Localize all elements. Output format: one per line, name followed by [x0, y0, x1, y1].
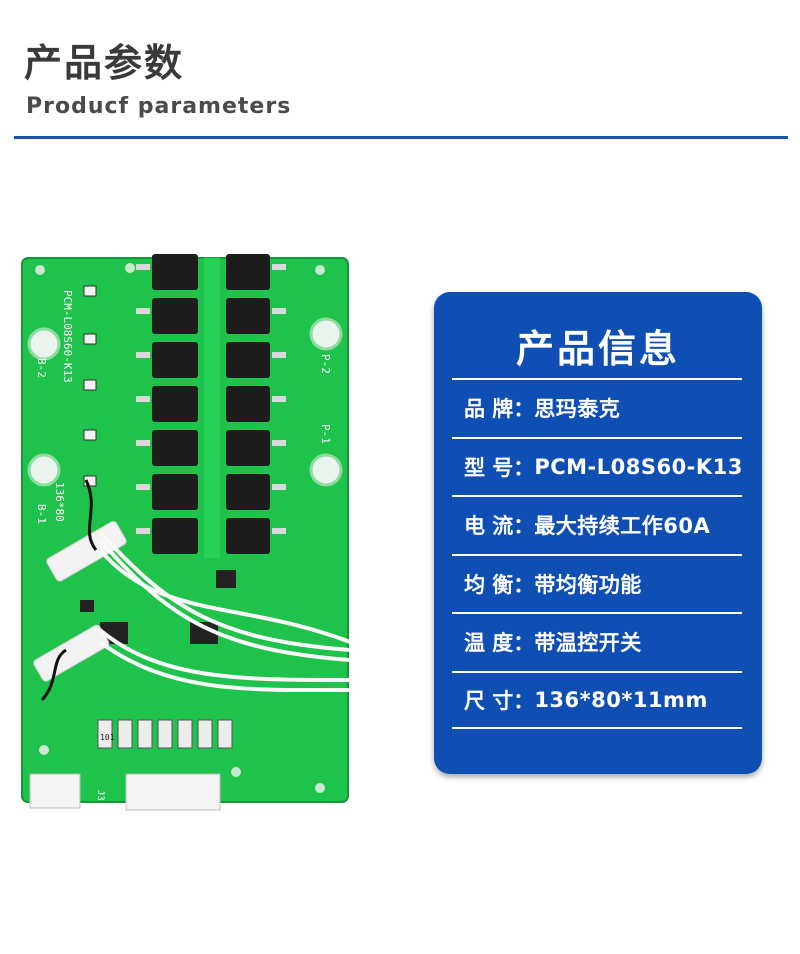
spec-value: 带均衡功能	[534, 572, 642, 597]
spec-value: 思玛泰克	[534, 397, 621, 422]
silk-resistor: 101	[100, 733, 115, 742]
silk-j3: J3	[95, 790, 105, 801]
spec-value: 136*80*11mm	[534, 687, 708, 712]
section-title: 产品参数	[24, 41, 185, 85]
spec-row-model: 型 号： PCM-L08S60-K13	[452, 436, 743, 496]
silk-b1: B-1	[35, 504, 48, 524]
spec-label: 型 号：	[464, 455, 535, 480]
title-divider	[14, 136, 788, 139]
silk-size: 136*80	[53, 482, 66, 522]
silk-b2: B-2	[35, 358, 48, 378]
silk-model: PCM-L08S60-K13	[61, 290, 74, 383]
spec-label: 品 牌：	[464, 397, 535, 422]
spec-value: PCM-L08S60-K13	[534, 454, 743, 479]
silk-p2: P-2	[319, 354, 332, 374]
spec-label: 均 衡：	[464, 572, 535, 597]
card-title: 产品信息	[515, 327, 680, 371]
silk-p1: P-1	[319, 424, 332, 444]
spec-list: 品 牌： 思玛泰克 型 号： PCM-L08S60-K13 电 流： 最大持续工…	[452, 378, 742, 729]
spec-row-temperature: 温 度： 带温控开关	[452, 612, 742, 671]
spec-row-brand: 品 牌： 思玛泰克	[452, 378, 742, 437]
spec-label: 电 流：	[464, 514, 535, 539]
pcb-board-image: PCM-L08S60-K13 B-2 136*80 B-1 P-2 P-1 10…	[20, 250, 354, 820]
section-subtitle: Producf parameters	[26, 94, 292, 119]
spec-value: 带温控开关	[534, 631, 642, 656]
spec-label: 尺 寸：	[464, 688, 535, 713]
spec-value: 最大持续工作60A	[534, 514, 711, 539]
spec-label: 温 度：	[464, 631, 535, 656]
spec-row-size: 尺 寸： 136*80*11mm	[452, 670, 742, 729]
spec-row-balance: 均 衡： 带均衡功能	[452, 553, 742, 613]
spec-row-current: 电 流： 最大持续工作60A	[452, 495, 742, 554]
product-info-card: 产品信息 品 牌： 思玛泰克 型 号： PCM-L08S60-K13 电 流： …	[434, 292, 762, 774]
